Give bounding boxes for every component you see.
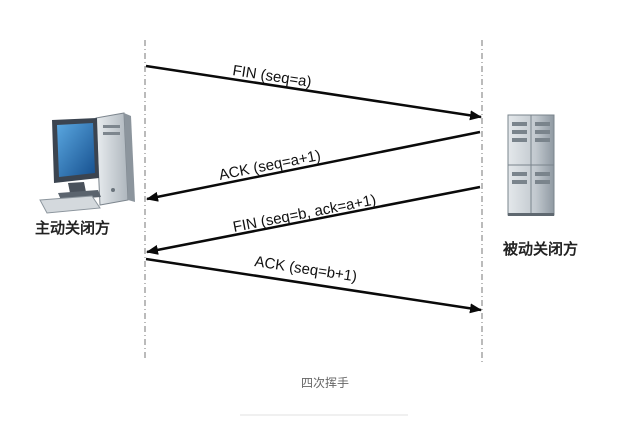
figure-caption: 四次挥手 (301, 376, 349, 390)
message-label-fin-1: FIN (seq=a) (231, 62, 312, 91)
message-label-fin-2: FIN (seq=b, ack=a+1) (232, 191, 378, 235)
message-arrow-ack-1 (146, 130, 481, 202)
message-arrow-fin-2 (146, 185, 481, 255)
right-node-label: 被动关闭方 (503, 240, 578, 258)
message-label-ack-2: ACK (seq=b+1) (253, 253, 358, 285)
server-rack-icon (507, 114, 555, 216)
message-arrow-fin-1 (145, 64, 482, 121)
message-label-ack-1: ACK (seq=a+1) (217, 147, 322, 184)
message-arrow-ack-2 (145, 257, 482, 314)
desktop-computer-icon (39, 112, 135, 214)
left-node-label: 主动关闭方 (35, 219, 110, 237)
